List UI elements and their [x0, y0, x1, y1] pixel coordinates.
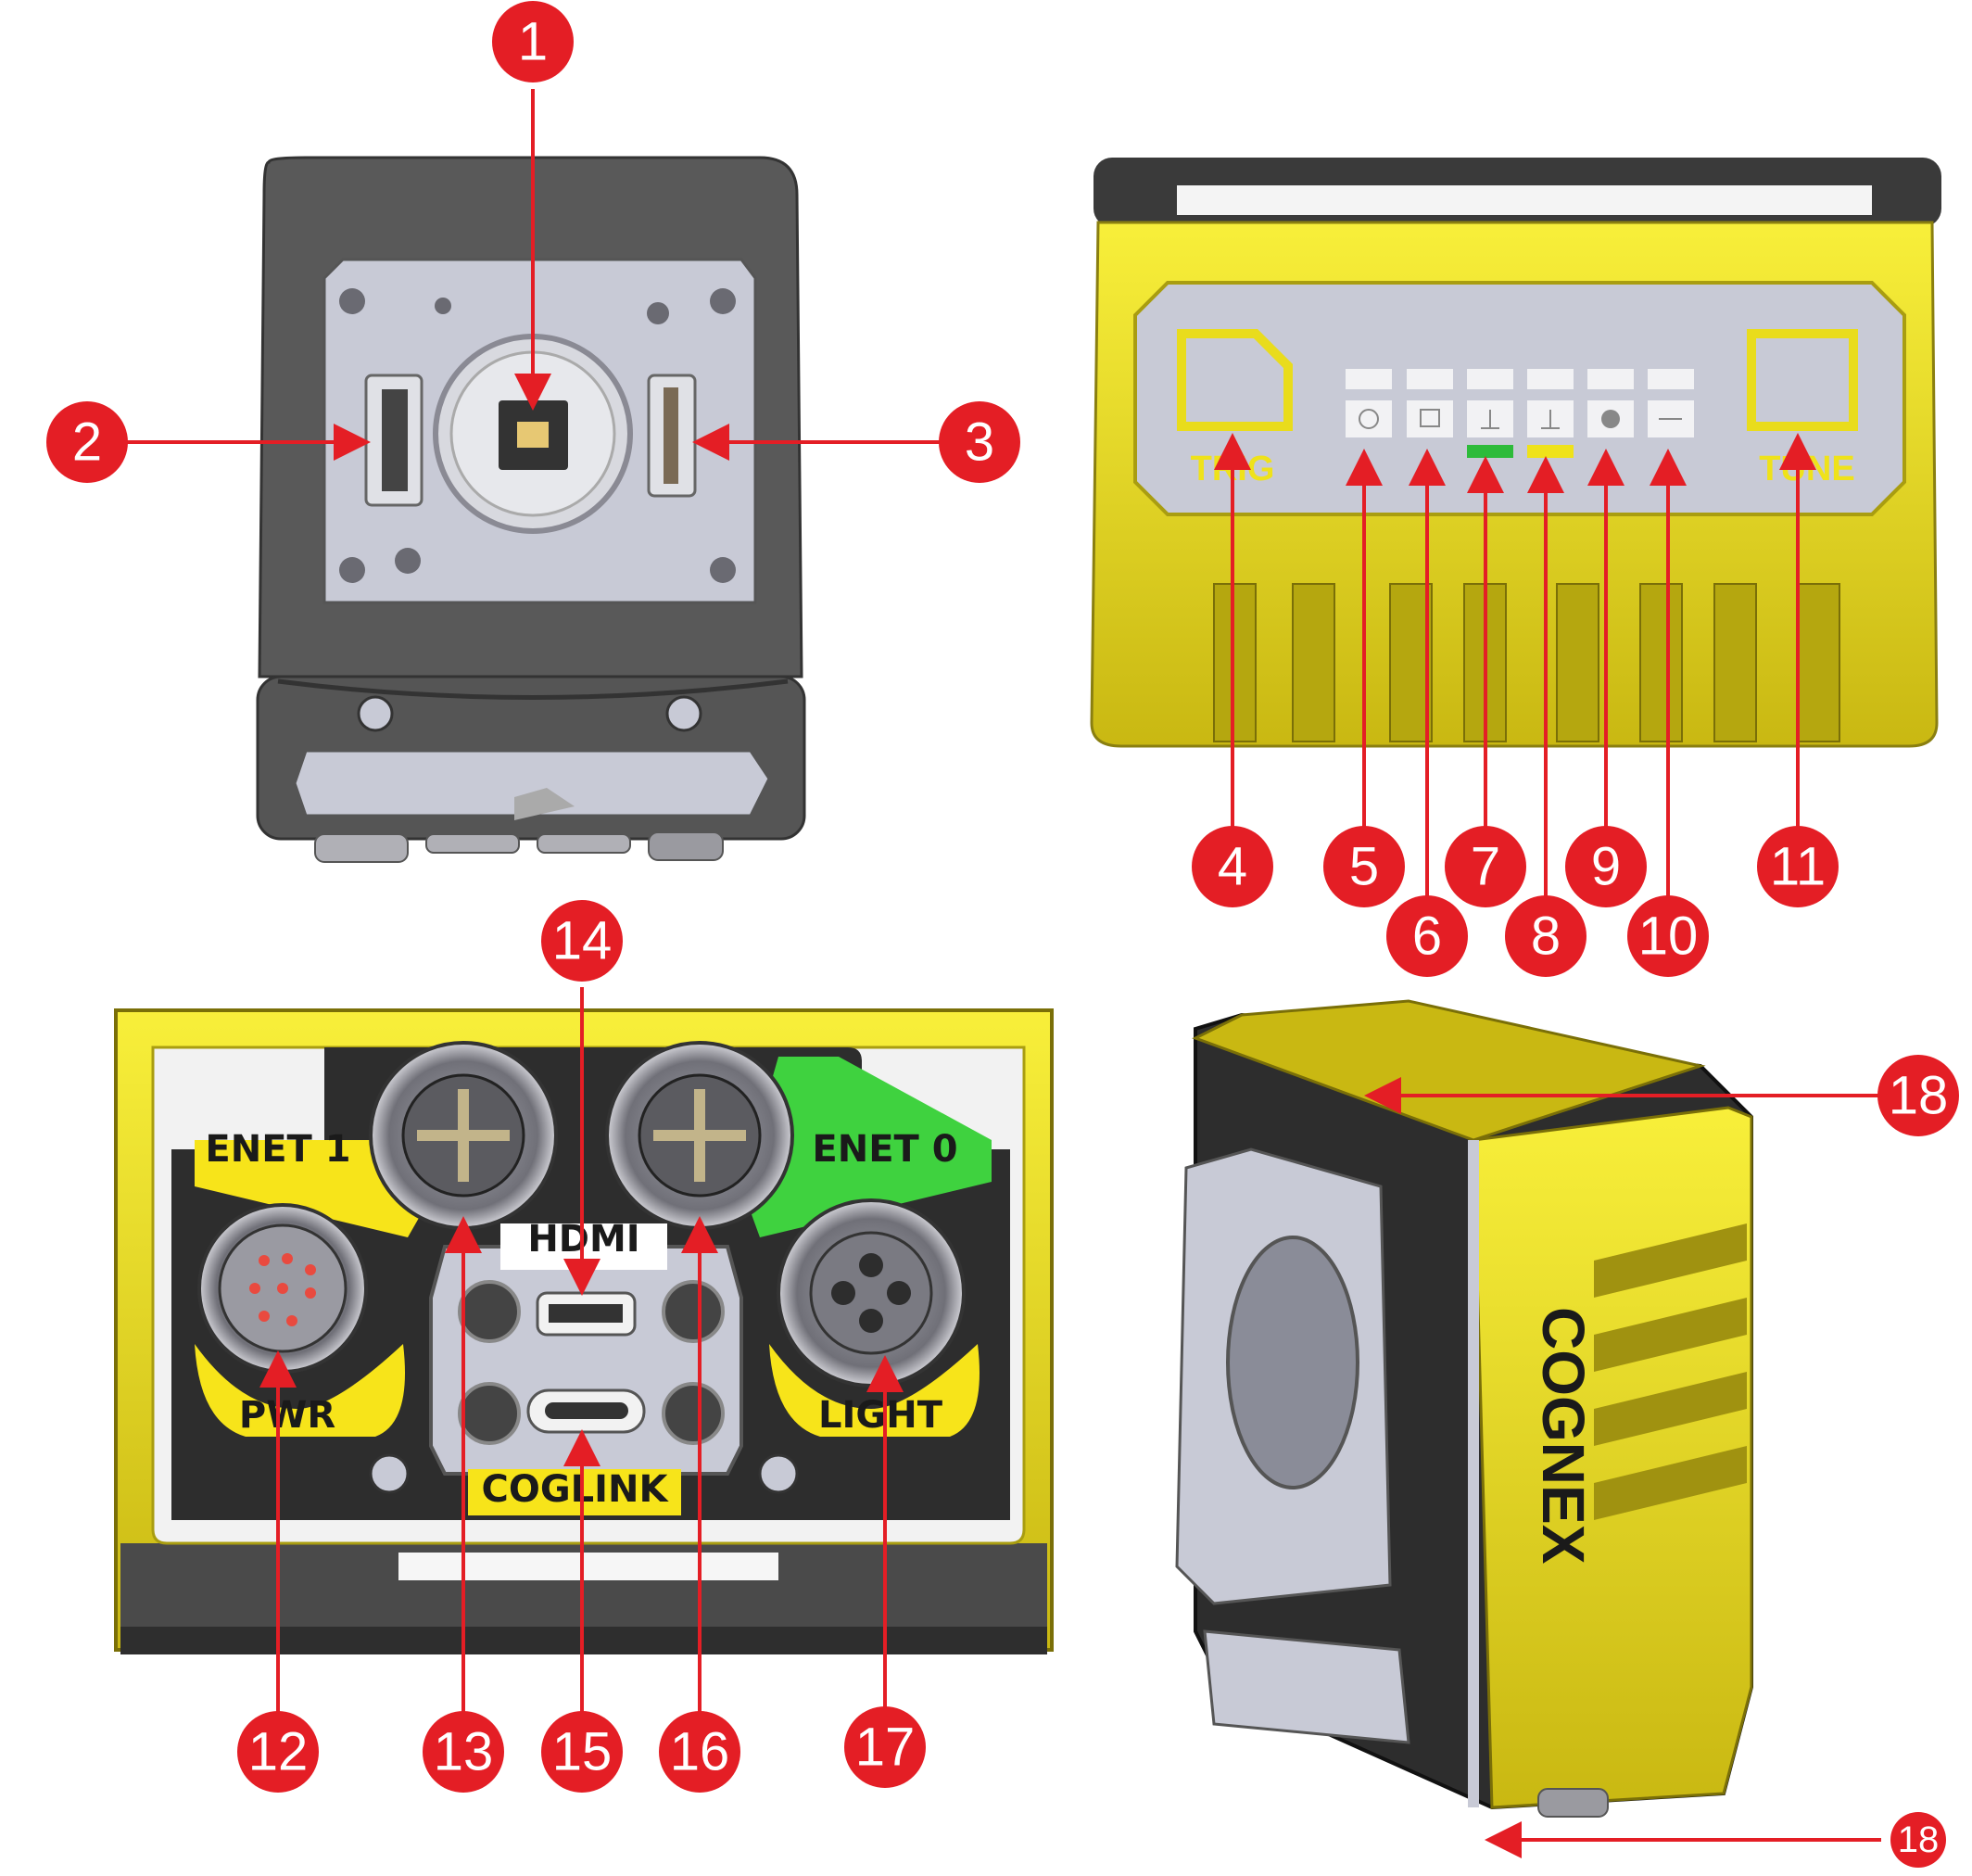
light-label: LIGHT: [818, 1394, 943, 1437]
led-row: [1346, 369, 1694, 458]
error-icon: [1601, 410, 1620, 428]
enet1-label: ENET 1: [205, 1128, 350, 1171]
callout-7: 7: [1445, 826, 1526, 907]
callout-1: 1: [492, 1, 574, 82]
svg-text:8: 8: [1531, 906, 1561, 967]
callout-16: 16: [659, 1711, 740, 1793]
callout-9: 9: [1565, 826, 1647, 907]
callout-12: 12: [237, 1711, 319, 1793]
svg-text:5: 5: [1349, 837, 1379, 897]
callout-18-top: 18: [1877, 1055, 1959, 1136]
enet0-label: ENET 0: [812, 1128, 957, 1171]
svg-text:3: 3: [965, 412, 994, 473]
callout-15: 15: [541, 1711, 623, 1793]
tune-button[interactable]: TUNE: [1747, 329, 1858, 488]
hdmi-port[interactable]: [536, 1291, 637, 1337]
leader-lines: [125, 89, 1881, 1858]
callout-14: 14: [541, 900, 623, 982]
top-view: TRIG TUNE: [1090, 158, 1941, 748]
svg-text:18: 18: [1898, 1819, 1940, 1860]
svg-text:10: 10: [1638, 906, 1699, 967]
svg-text:18: 18: [1889, 1066, 1949, 1126]
callout-8: 8: [1505, 895, 1586, 977]
enet0-connector[interactable]: [605, 1041, 794, 1230]
enet1-connector[interactable]: [369, 1041, 558, 1230]
network-icon: [1481, 410, 1499, 429]
pwr-connector[interactable]: [197, 1203, 368, 1374]
perspective-view: COGNEX: [1175, 999, 1753, 1818]
network-icon: [1541, 410, 1560, 429]
callouts: 1 2 3 4 5 6 7 8 9 10 11 12 13 14 15 16 1…: [46, 1, 1959, 1868]
svg-text:2: 2: [72, 412, 102, 473]
svg-text:13: 13: [434, 1722, 494, 1782]
power-icon: [1359, 409, 1379, 429]
cognex-logo: COGNEX: [1530, 1307, 1597, 1565]
callout-10: 10: [1627, 895, 1709, 977]
callout-5: 5: [1323, 826, 1405, 907]
light-connector[interactable]: [777, 1198, 966, 1388]
svg-text:4: 4: [1218, 837, 1247, 897]
svg-text:9: 9: [1591, 837, 1621, 897]
callout-11: 11: [1757, 826, 1839, 907]
callout-13: 13: [423, 1711, 504, 1793]
svg-text:14: 14: [552, 911, 613, 971]
callout-6: 6: [1386, 895, 1468, 977]
callout-3: 3: [939, 401, 1020, 483]
callout-18-bottom: 18: [1890, 1812, 1946, 1868]
svg-text:12: 12: [248, 1722, 309, 1782]
pwr-label: PWR: [239, 1394, 335, 1437]
svg-text:7: 7: [1471, 837, 1500, 897]
callout-2: 2: [46, 401, 128, 483]
front-view: [256, 156, 806, 863]
tune-label: TUNE: [1759, 450, 1854, 488]
callout-17: 17: [844, 1706, 926, 1788]
trigger-icon: [1420, 409, 1440, 427]
callout-4: 4: [1192, 826, 1273, 907]
svg-text:17: 17: [855, 1718, 916, 1778]
svg-text:15: 15: [552, 1722, 613, 1782]
coglink-port[interactable]: [526, 1388, 646, 1434]
svg-text:6: 6: [1412, 906, 1442, 967]
trig-button[interactable]: TRIG: [1177, 329, 1293, 488]
svg-text:1: 1: [518, 12, 548, 72]
coglink-label: COGLINK: [481, 1468, 669, 1511]
svg-text:11: 11: [1770, 837, 1826, 897]
svg-text:16: 16: [670, 1722, 730, 1782]
